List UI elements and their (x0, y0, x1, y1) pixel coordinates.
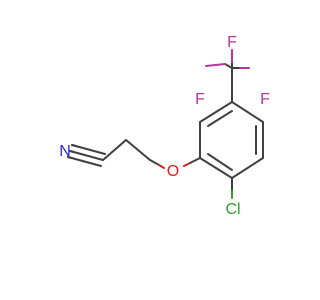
fluorine-atom-label-top: F (227, 34, 237, 51)
nitrile-triple-bond (67, 144, 106, 167)
fluorine-atom-label-left: F (195, 91, 205, 108)
benzene-ring (199, 101, 264, 179)
fluorine-atom-label-right: F (260, 91, 270, 108)
molecule-structure: N O Cl F F F (59, 34, 270, 218)
ether-bond-1 (149, 159, 165, 169)
chlorine-atom-label: Cl (225, 201, 240, 218)
chain-bond-1 (102, 139, 127, 161)
ether-bond-2 (183, 157, 201, 167)
oxygen-atom-label: O (167, 163, 179, 180)
nitrogen-atom-label: N (59, 143, 71, 160)
cf3-bonds (205, 49, 250, 69)
chain-bond-2 (125, 139, 151, 161)
